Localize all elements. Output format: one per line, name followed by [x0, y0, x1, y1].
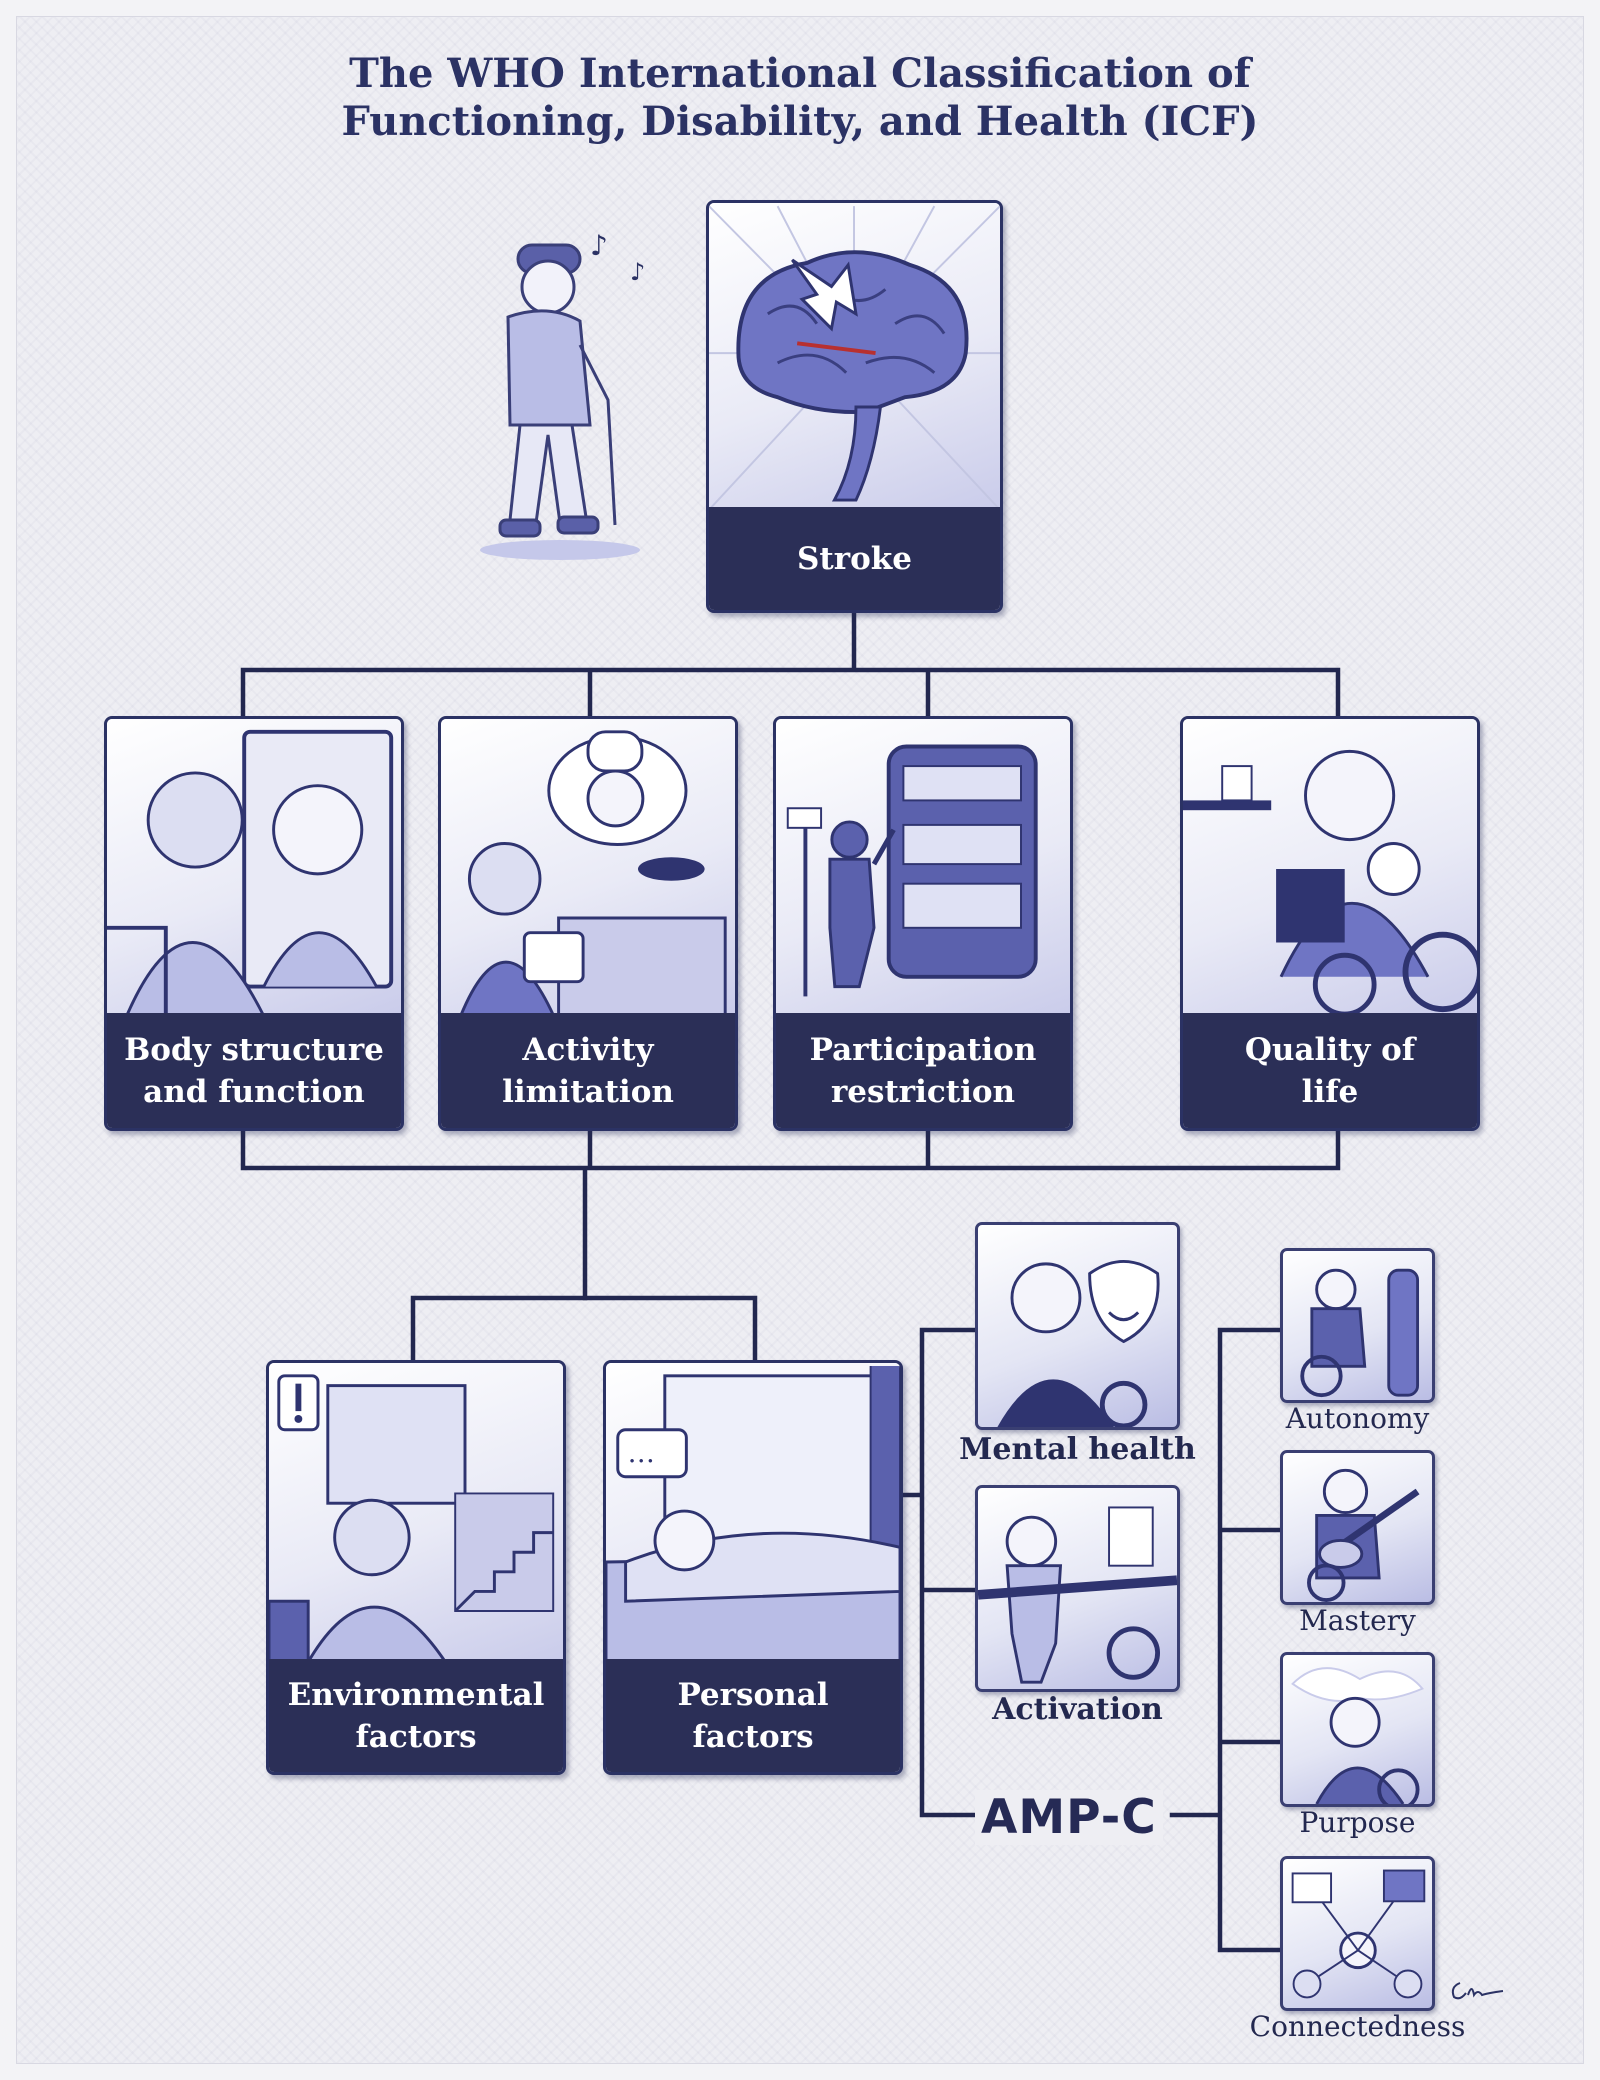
participation-restriction-card: Participation restriction: [773, 716, 1073, 1131]
ampc-label: AMP-C: [975, 1790, 1163, 1845]
reading-grandchild-icon: [1183, 719, 1477, 1019]
theatre-masks-icon: [997, 1260, 1160, 1427]
autonomy-label: Autonomy: [1285, 1402, 1430, 1435]
root-connector: [240, 609, 1341, 723]
mental-health-label: Mental health: [959, 1432, 1196, 1467]
cafe-stairs-icon: [269, 1363, 563, 1665]
quality-of-life-label: Quality of life: [1183, 1013, 1477, 1128]
brain-icon: [709, 203, 1000, 513]
mastery-label: Mastery: [1299, 1604, 1416, 1637]
quality-of-life-card: Quality of life: [1180, 716, 1480, 1131]
activation-image: [975, 1485, 1180, 1692]
mental-health-image: [975, 1222, 1180, 1430]
svg-text:…: …: [628, 1438, 655, 1469]
personal-factors-card: … Personal factors: [603, 1360, 903, 1775]
artist-signature: [1451, 1982, 1504, 2000]
body-structure-label: Body structure and function: [107, 1013, 401, 1128]
bus-icon: [776, 719, 1070, 1019]
stroke-label: Stroke: [709, 507, 1000, 610]
ampc-connector: [1169, 1327, 1285, 1953]
mirror-face-icon: [107, 719, 401, 1019]
mastery-image: [1280, 1450, 1435, 1605]
standing-assist-icon: [1300, 1268, 1420, 1398]
cooking-icon: [441, 719, 735, 1019]
parallel-bars-icon: [978, 1506, 1177, 1684]
reflection-icon: [1291, 1667, 1424, 1804]
guitar-icon: [1307, 1468, 1420, 1602]
domains-bottom-connector: [240, 1127, 1341, 1301]
page-title: The WHO International Classification of …: [341, 50, 1259, 145]
connectedness-label: Connectedness: [1249, 2010, 1466, 2043]
svg-text:♪: ♪: [590, 229, 608, 262]
walking-man-icon: ♪♪: [480, 229, 645, 560]
personal-outcomes-connector: [900, 1327, 988, 1818]
participation-restriction-label: Participation restriction: [776, 1013, 1070, 1128]
purpose-image: [1280, 1652, 1435, 1807]
svg-text:♪: ♪: [630, 258, 645, 286]
activation-label: Activation: [992, 1692, 1163, 1727]
bed-icon: …: [606, 1363, 900, 1665]
network-icon: [1291, 1869, 1426, 1999]
activity-limitation-label: Activity limitation: [441, 1013, 735, 1128]
stroke-card: Stroke: [706, 200, 1003, 613]
body-structure-card: Body structure and function: [104, 716, 404, 1131]
environmental-factors-card: Environmental factors: [266, 1360, 566, 1775]
purpose-label: Purpose: [1299, 1806, 1416, 1839]
environmental-factors-label: Environmental factors: [269, 1659, 563, 1772]
activity-limitation-card: Activity limitation: [438, 716, 738, 1131]
personal-factors-label: Personal factors: [606, 1659, 900, 1772]
factors-connector: [410, 1295, 758, 1365]
autonomy-image: [1280, 1248, 1435, 1403]
connectedness-image: [1280, 1856, 1435, 2011]
